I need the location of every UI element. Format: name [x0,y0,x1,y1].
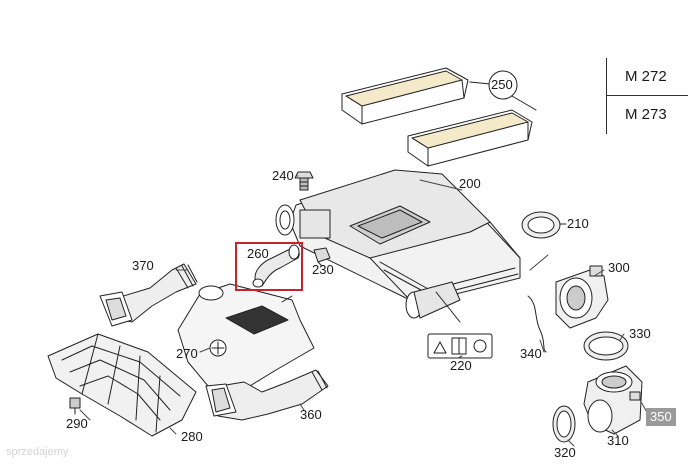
seal-ring-210 [521,211,567,239]
leader-250 [469,70,537,111]
ring-320 [552,405,576,443]
callout-370: 370 [132,258,154,273]
callout-260: 260 [247,246,269,261]
engine-variant-m273: M 273 [607,95,688,133]
cable-340 [527,295,547,353]
engine-cover-270 [177,283,315,393]
air-meter-310 [583,365,643,435]
callout-290: 290 [66,416,88,431]
air-duct-370 [99,263,198,327]
screw-240 [294,171,314,191]
clip-230 [313,247,331,267]
callout-200: 200 [459,176,481,191]
air-flow-sensor-300 [555,265,609,329]
highlight-box-260 [235,242,303,291]
callout-250: 250 [491,77,513,92]
watermark: sprzedajemy [6,446,69,458]
callout-330: 330 [629,326,651,341]
ring-330 [583,331,629,361]
callout-300: 300 [608,260,630,275]
air-filter-element-lower [407,109,533,167]
air-filter-element-upper [341,67,469,125]
callout-270: 270 [176,346,198,361]
callout-230: 230 [312,262,334,277]
air-duct-360 [205,369,329,421]
callout-340: 340 [520,346,542,361]
warning-label-220 [427,333,493,359]
callout-280: 280 [181,429,203,444]
air-filter-housing [275,169,521,323]
fastener-290 [69,397,81,415]
engine-variant-m272: M 272 [625,68,667,85]
callout-240: 240 [272,168,294,183]
engine-variant-table: M 272 M 273 [606,58,688,134]
underbody-shield-280 [47,333,197,437]
callout-210: 210 [567,216,589,231]
callout-220: 220 [450,358,472,373]
hose-260 [252,244,300,288]
callout-350: 350 [646,408,676,426]
callout-310: 310 [607,433,629,448]
callout-360: 360 [300,407,322,422]
part-350 [629,391,641,401]
callout-320: 320 [554,445,576,460]
